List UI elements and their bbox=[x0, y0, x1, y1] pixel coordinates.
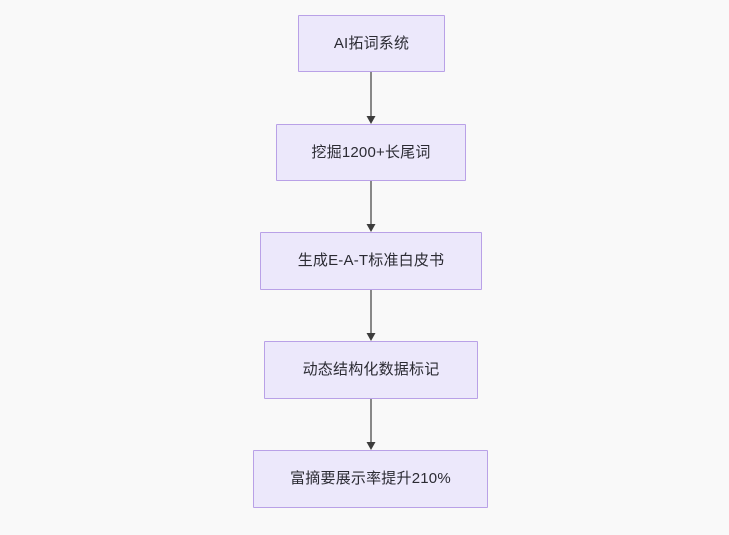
flow-node-rich-snippet-result[interactable]: 富摘要展示率提升210% bbox=[253, 450, 488, 508]
flow-node-label: 生成E-A-T标准白皮书 bbox=[297, 252, 445, 269]
flow-node-longtail-mining[interactable]: 挖掘1200+长尾词 bbox=[276, 124, 466, 181]
flow-node-label: 挖掘1200+长尾词 bbox=[311, 143, 431, 161]
edge-n3-n4 bbox=[364, 290, 378, 341]
flow-node-structured-data-markup[interactable]: 动态结构化数据标记 bbox=[264, 341, 478, 399]
edge-n2-n3 bbox=[364, 181, 378, 232]
flow-node-ai-keyword-system[interactable]: AI拓词系统 bbox=[298, 15, 445, 72]
flow-node-label: AI拓词系统 bbox=[333, 34, 410, 52]
flow-node-label: 富摘要展示率提升210% bbox=[290, 470, 451, 487]
flow-node-eat-whitepaper[interactable]: 生成E-A-T标准白皮书 bbox=[260, 232, 482, 290]
flow-node-label: 动态结构化数据标记 bbox=[302, 361, 440, 378]
edge-n4-n5 bbox=[364, 399, 378, 450]
edge-n1-n2 bbox=[364, 72, 378, 124]
